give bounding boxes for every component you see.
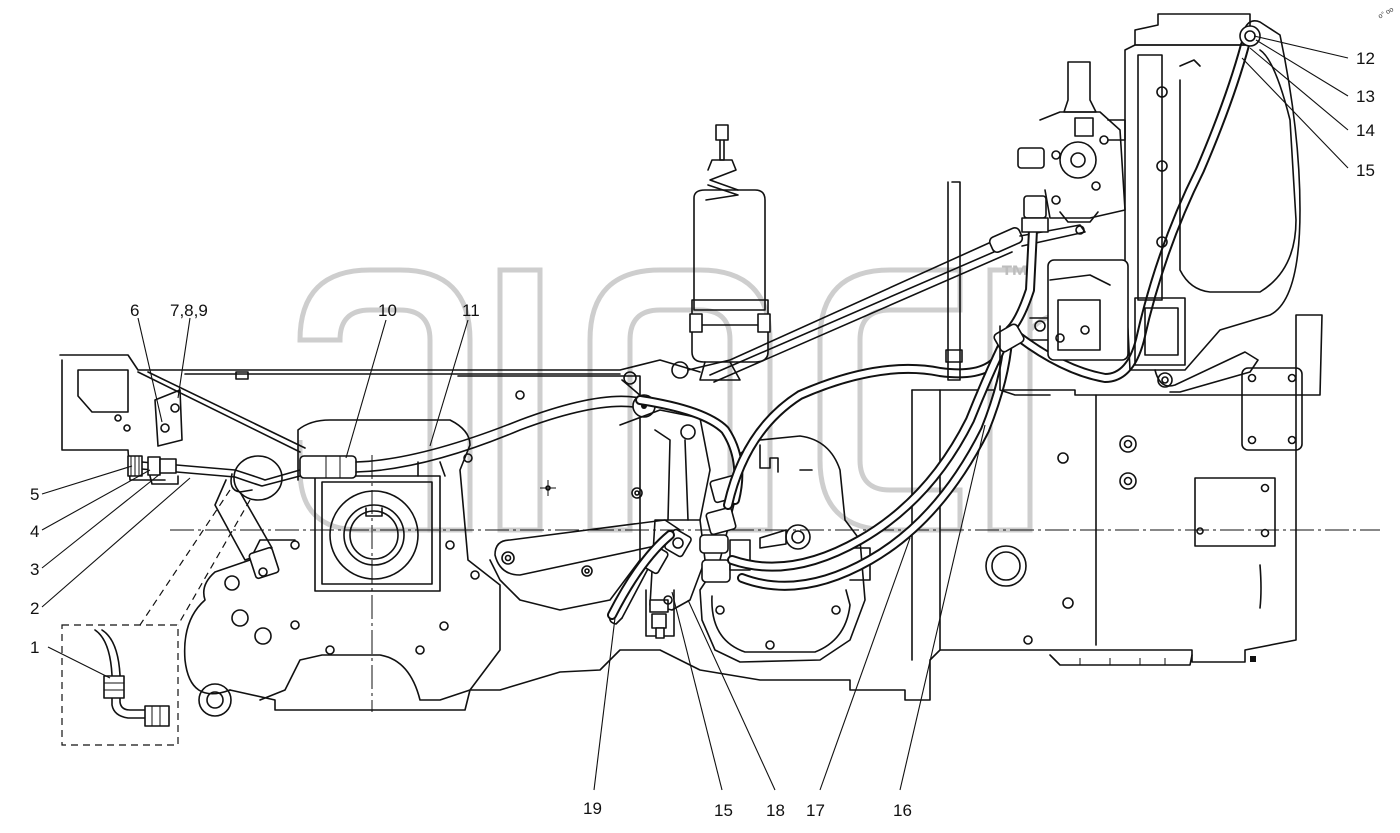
trademark-symbol: ™ <box>1000 260 1030 293</box>
frame-bracket-left <box>59 354 701 481</box>
clutch-housing-casting <box>183 375 643 717</box>
callout-18: 18 <box>766 801 785 820</box>
callout-11: 11 <box>462 301 480 320</box>
callout-2: 2 <box>30 599 39 618</box>
corner-mark: o° oo <box>1377 5 1395 20</box>
callout-3: 3 <box>30 560 39 579</box>
callout-1: 1 <box>30 638 39 657</box>
brake-pipe-left <box>127 395 641 580</box>
hose-bundle <box>607 40 1250 620</box>
callout-10: 10 <box>378 301 397 320</box>
watermark: ™ <box>297 260 1083 533</box>
callout-15-upper: 15 <box>1356 161 1375 180</box>
leader-lines <box>41 35 1349 791</box>
callout-5: 5 <box>30 485 39 504</box>
callout-4: 4 <box>30 522 39 541</box>
callout-7-8-9: 7,8,9 <box>170 301 208 320</box>
callout-12: 12 <box>1356 49 1375 68</box>
callout-labels: 1 2 3 4 5 6 7,8,9 10 11 12 13 14 15 16 1… <box>30 49 1375 820</box>
callout-16: 16 <box>893 801 912 820</box>
callout-17: 17 <box>806 801 825 820</box>
callout-14: 14 <box>1356 121 1375 140</box>
callout-13: 13 <box>1356 87 1375 106</box>
callout-19: 19 <box>583 799 602 818</box>
pedal-arm-assembly <box>494 519 706 639</box>
callout-6: 6 <box>130 301 139 320</box>
pump-and-reservoir <box>945 13 1301 396</box>
callout-15-lower: 15 <box>714 801 733 820</box>
detail-view-box <box>61 489 251 746</box>
